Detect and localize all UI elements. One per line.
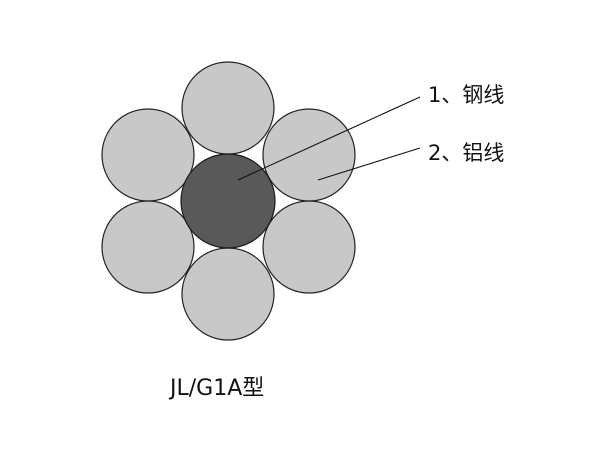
aluminum-strand-lower-right [262,200,356,294]
aluminum-strand-bottom [181,247,275,341]
steel-wire-label: 1、钢线 [428,83,504,107]
steel-leader-line [237,96,421,181]
model-caption: JL/G1A型 [168,376,264,401]
aluminum-wire-label: 2、铝线 [428,141,504,165]
aluminum-strand-upper-left [101,108,195,202]
aluminum-leader-line [317,147,421,181]
aluminum-strand-lower-left [101,200,195,294]
aluminum-strand-upper-right [262,108,356,202]
steel-core-strand [180,153,276,249]
aluminum-strand-top [181,61,275,155]
